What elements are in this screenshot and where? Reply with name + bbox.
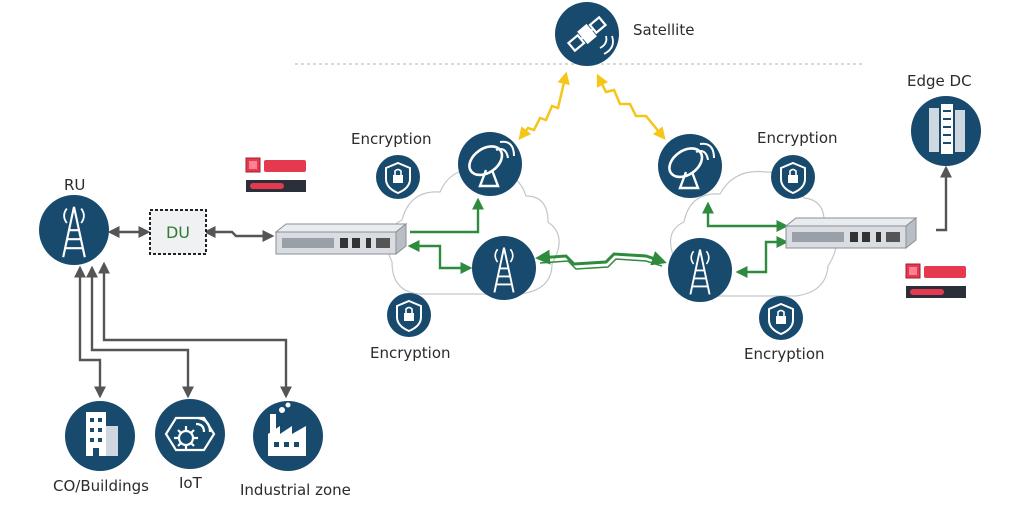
network-appliance-right bbox=[785, 217, 917, 249]
satellite-label: Satellite bbox=[633, 21, 694, 39]
industrial-zone-node bbox=[253, 401, 323, 471]
network-card-icon-right bbox=[905, 263, 967, 299]
ru-buildings-link bbox=[74, 265, 106, 399]
du-label: DU bbox=[166, 223, 190, 242]
ru-label: RU bbox=[64, 176, 85, 194]
encryption-bottom-right-node bbox=[759, 296, 803, 340]
ru-node bbox=[39, 195, 109, 265]
satellite-icon bbox=[566, 15, 608, 53]
right-tower-node bbox=[668, 238, 732, 302]
satellite-node bbox=[555, 2, 619, 66]
server-rack-icon bbox=[929, 104, 965, 154]
encryption-bottom-right-label: Encryption bbox=[744, 345, 825, 363]
edge-dc-label: Edge DC bbox=[907, 72, 972, 90]
ru-industrial-link bbox=[98, 261, 292, 399]
co-buildings-node bbox=[65, 401, 135, 471]
iot-node bbox=[155, 399, 225, 469]
right-dish-to-appliance-link bbox=[702, 201, 789, 232]
co-buildings-label: CO/Buildings bbox=[53, 477, 149, 495]
tower-wireless-link bbox=[535, 249, 667, 266]
right-dish-node bbox=[658, 134, 722, 198]
industrial-zone-label: Industrial zone bbox=[240, 481, 351, 499]
network-card-icon-left bbox=[245, 157, 307, 193]
satellite-link-left bbox=[518, 71, 570, 140]
du-node: DU bbox=[149, 209, 207, 255]
encryption-top-left-node bbox=[376, 155, 420, 199]
iot-label: IoT bbox=[179, 474, 203, 492]
encryption-top-left-label: Encryption bbox=[351, 130, 432, 148]
appliance-edge-dc-link bbox=[936, 165, 952, 232]
left-appliance-to-tower-link bbox=[407, 240, 473, 274]
du-appliance-link bbox=[203, 226, 275, 242]
left-dish-node bbox=[458, 132, 522, 196]
encryption-bottom-left-label: Encryption bbox=[370, 344, 451, 362]
satellite-link-right bbox=[596, 73, 666, 140]
ru-iot-link bbox=[86, 265, 194, 399]
left-tower-node bbox=[472, 236, 536, 300]
left-appliance-to-dish-link bbox=[410, 197, 484, 234]
network-appliance-left bbox=[275, 223, 407, 255]
right-tower-to-appliance-link bbox=[735, 236, 789, 278]
iot-gear-icon bbox=[164, 416, 216, 452]
edge-dc-node bbox=[911, 96, 981, 166]
encryption-top-right-label: Encryption bbox=[757, 129, 838, 147]
factory-icon bbox=[268, 402, 306, 456]
encryption-bottom-left-node bbox=[387, 293, 431, 337]
building-icon bbox=[86, 412, 118, 456]
encryption-top-right-node bbox=[771, 155, 815, 199]
